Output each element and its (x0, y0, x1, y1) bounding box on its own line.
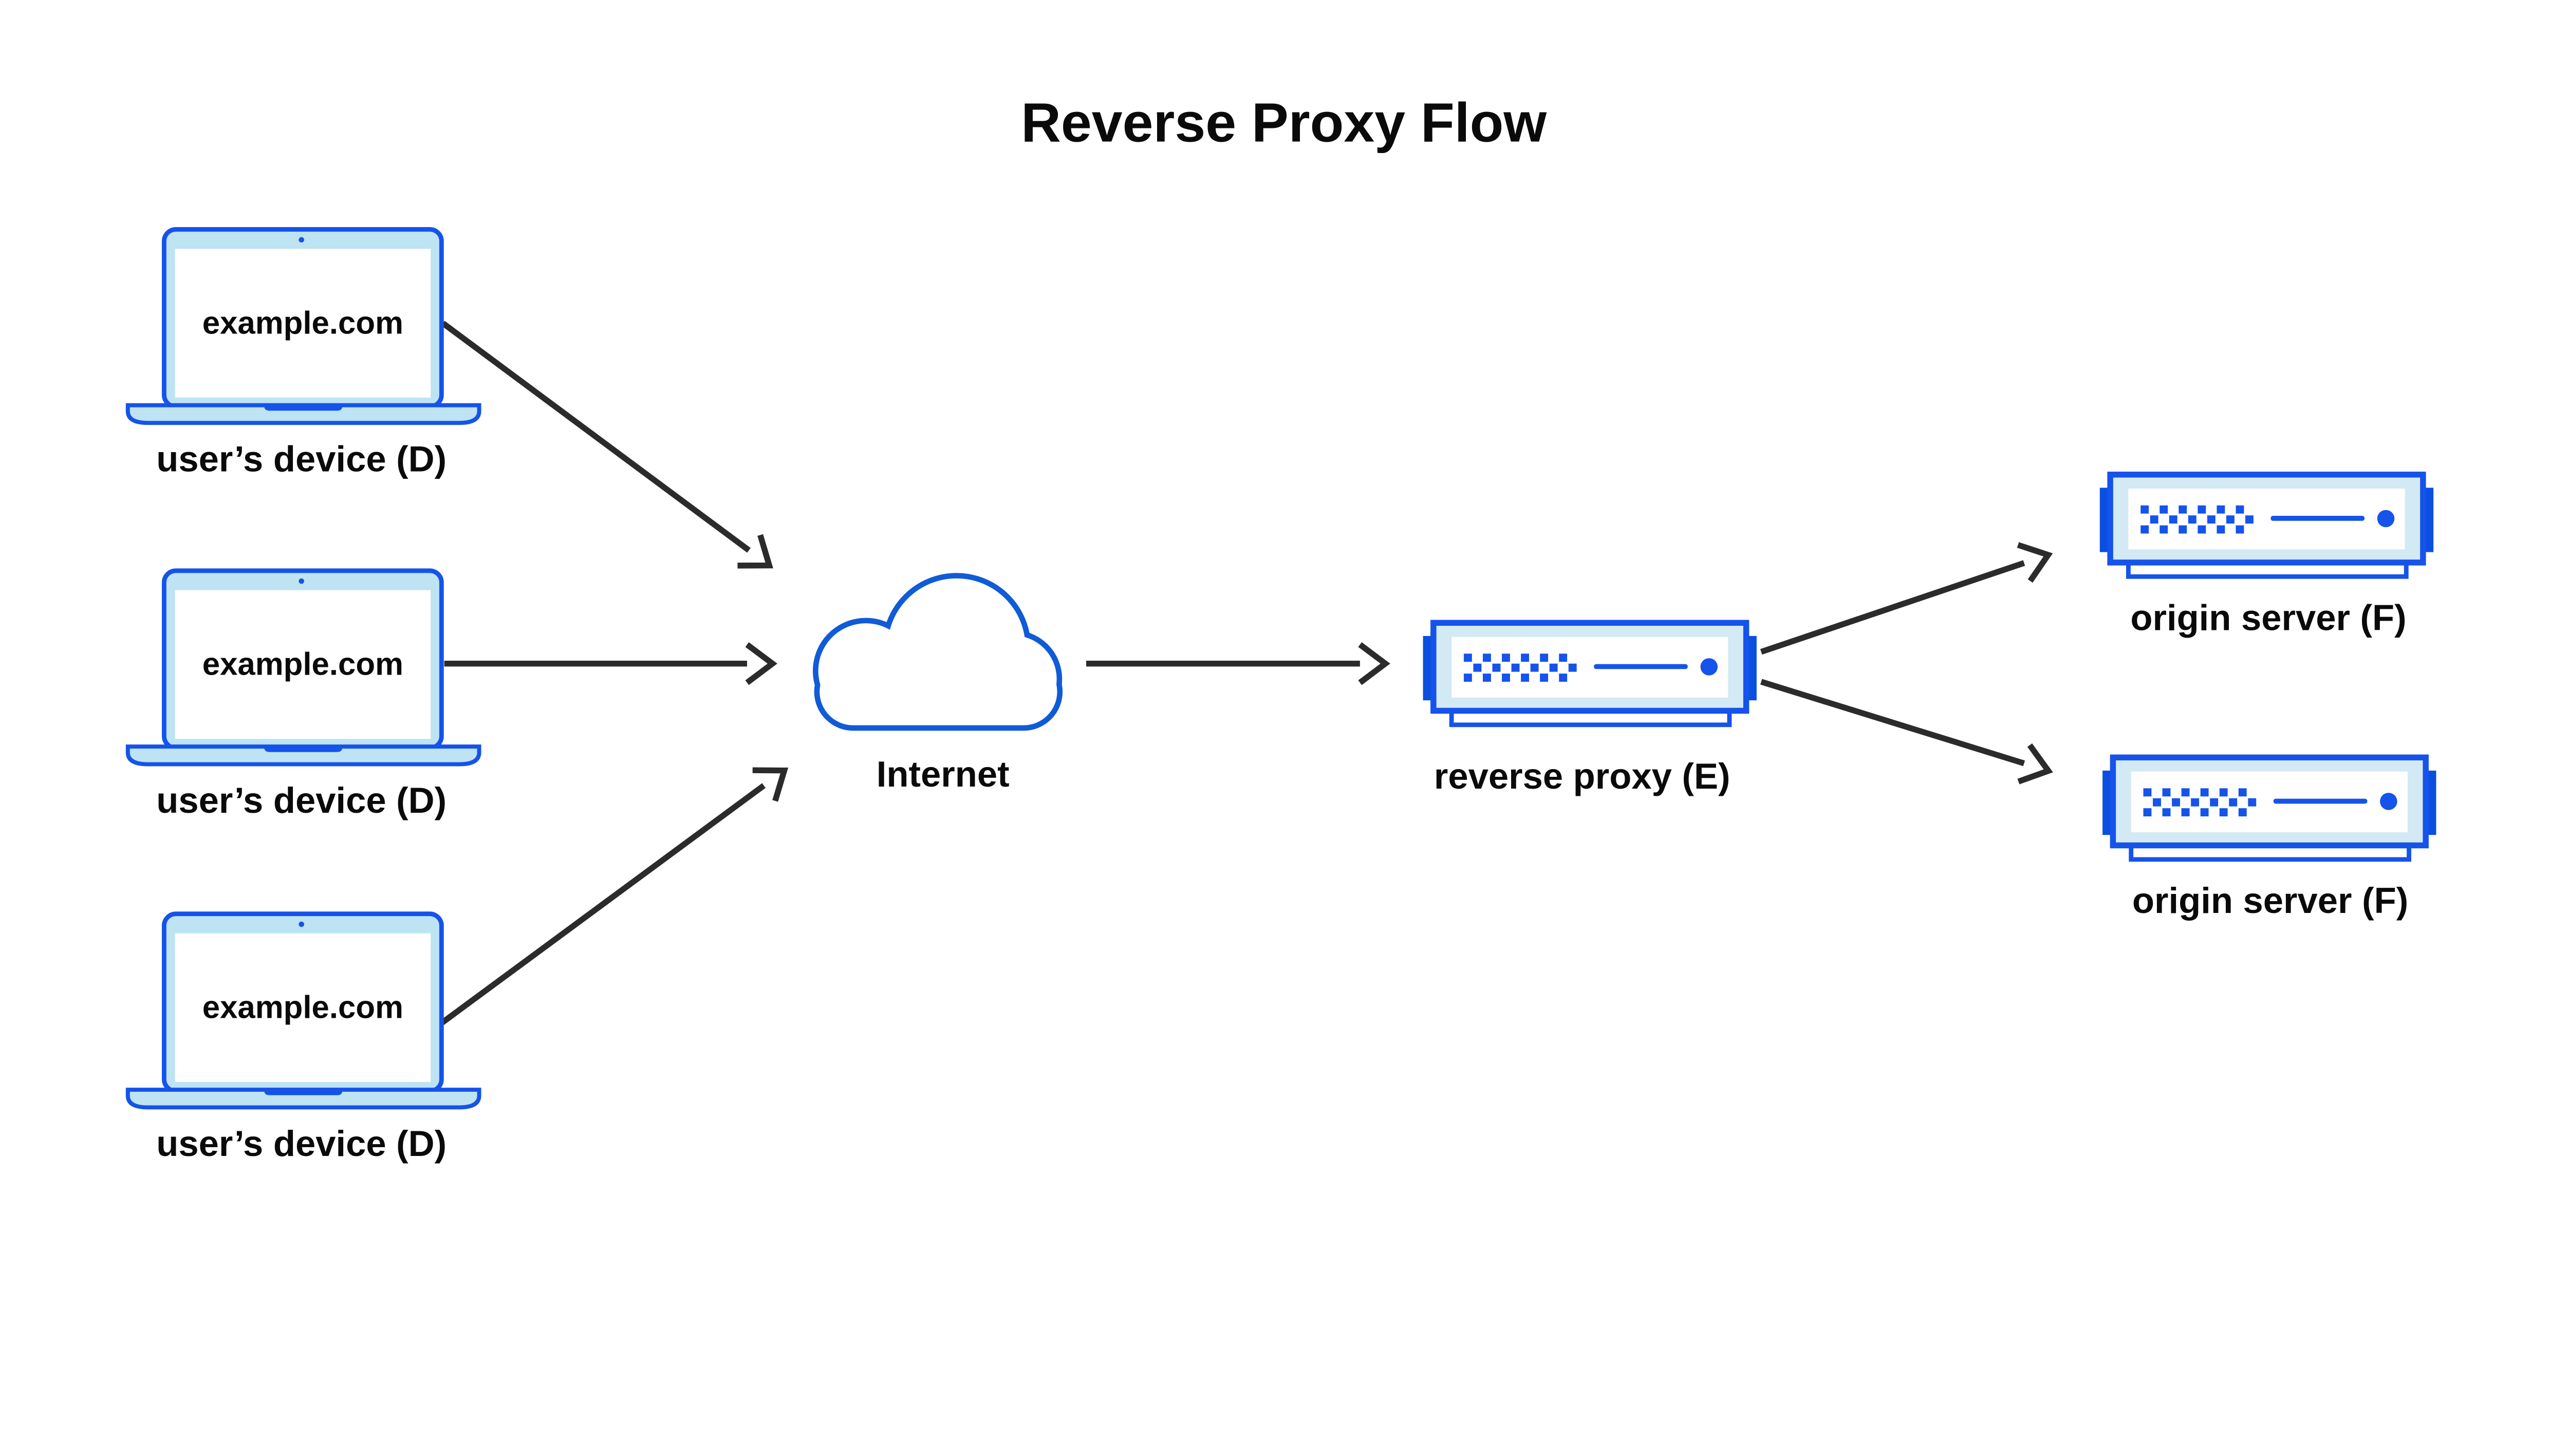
reverse-proxy-label: reverse proxy (E) (1434, 756, 1730, 796)
device-label: user’s device (D) (156, 439, 446, 479)
node-user-device-3: example.com user’s device (D) (128, 914, 479, 1164)
page-title: Reverse Proxy Flow (1021, 91, 1547, 153)
arrow-device1-to-internet (441, 321, 773, 569)
device-screen-url: example.com (202, 305, 403, 341)
device-screen-url: example.com (202, 990, 403, 1025)
device-screen-url: example.com (202, 647, 403, 682)
arrow-device3-to-internet (438, 767, 789, 1027)
arrow-proxy-to-origin2 (1760, 679, 2053, 785)
origin-server-label: origin server (F) (2130, 597, 2406, 638)
laptop-icon: example.com (128, 914, 479, 1108)
node-reverse-proxy: reverse proxy (E) (1423, 623, 1757, 796)
node-origin-server-1: origin server (F) (2100, 475, 2433, 638)
device-label: user’s device (D) (156, 1123, 446, 1164)
cloud-icon (812, 573, 1063, 731)
reverse-proxy-flow-diagram: Reverse Proxy Flow example.com user’s de… (125, 91, 2440, 1164)
server-icon (1423, 623, 1757, 725)
node-user-device-2: example.com user’s device (D) (128, 571, 479, 820)
laptop-icon: example.com (128, 229, 479, 423)
node-user-device-1: example.com user’s device (D) (128, 229, 479, 479)
server-icon (2102, 757, 2436, 860)
arrow-proxy-to-origin1 (1760, 542, 2053, 655)
device-label: user’s device (D) (156, 780, 446, 820)
internet-label: Internet (877, 754, 1010, 794)
node-internet: Internet (812, 573, 1063, 794)
server-icon (2100, 475, 2433, 577)
edges (438, 321, 2053, 1027)
laptop-icon: example.com (128, 571, 479, 764)
origin-server-label: origin server (F) (2132, 880, 2408, 921)
node-origin-server-2: origin server (F) (2102, 757, 2436, 921)
